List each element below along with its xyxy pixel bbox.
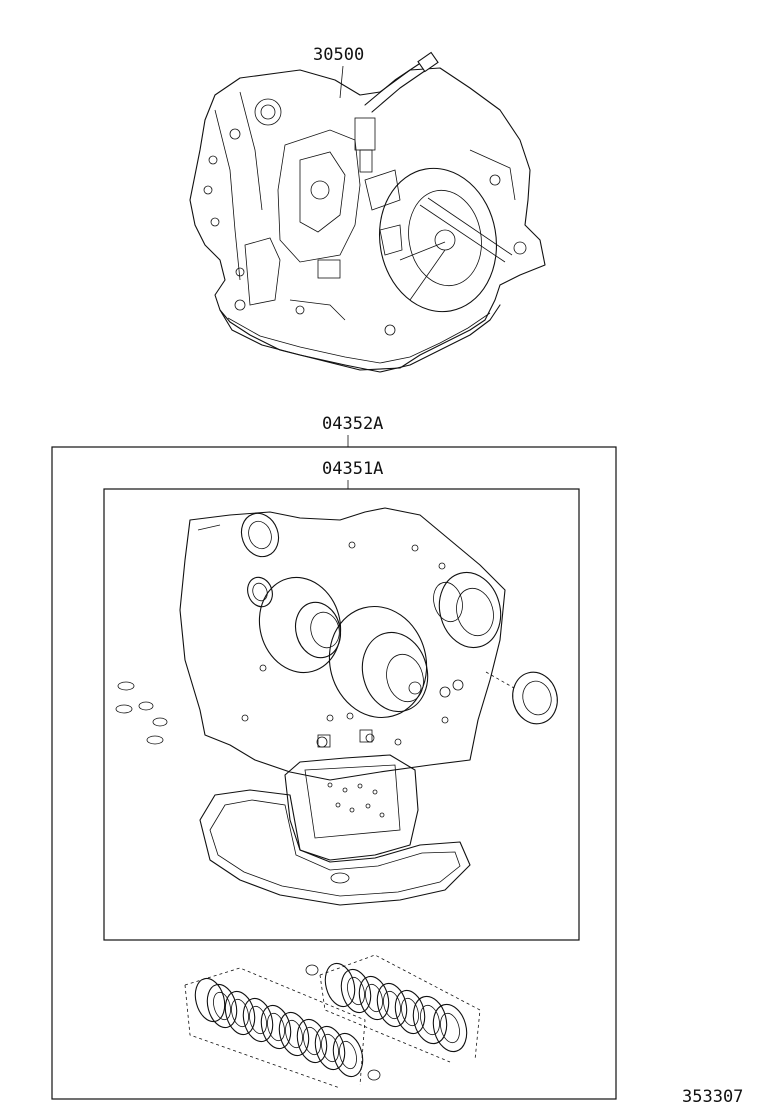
diagram-id: 353307 <box>682 1087 743 1107</box>
gasket-kit[interactable] <box>115 507 563 906</box>
kit-box-04351A <box>103 488 580 941</box>
clutch-disc-set-right[interactable] <box>305 954 481 1063</box>
label-04352A[interactable]: 04352A <box>322 414 383 434</box>
transmission-assembly[interactable] <box>189 51 546 373</box>
leader-30500 <box>339 65 344 99</box>
kit-box-04352A <box>51 446 617 1100</box>
label-30500[interactable]: 30500 <box>313 45 364 65</box>
clutch-disc-set-left[interactable] <box>184 967 381 1089</box>
label-04351A[interactable]: 04351A <box>322 459 383 479</box>
